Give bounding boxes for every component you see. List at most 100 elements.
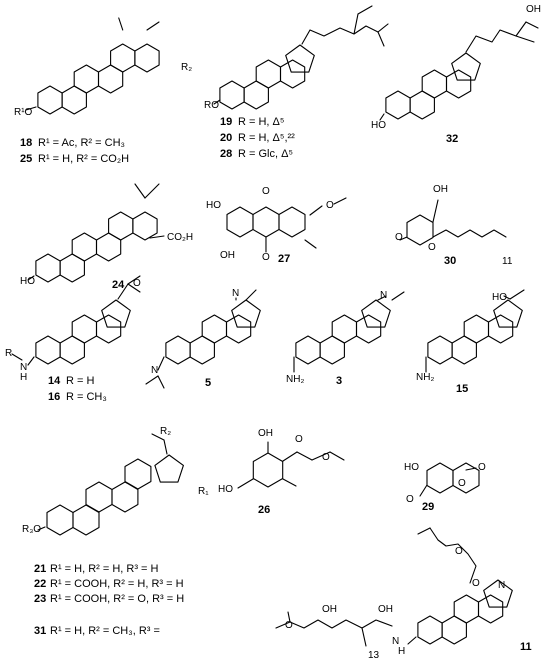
cmp21-ring	[124, 458, 152, 490]
bond	[379, 113, 385, 121]
cmp11-ring-e	[483, 579, 513, 608]
atom-label: O	[455, 546, 463, 557]
bond	[134, 183, 146, 199]
bond	[118, 17, 124, 31]
cmp18-ring	[73, 64, 100, 94]
compound-number-14: 14	[48, 375, 61, 387]
bond	[25, 106, 37, 111]
cmp15-ring-b	[451, 335, 477, 365]
cmp27-ring	[278, 206, 306, 238]
bond	[163, 439, 168, 455]
atom-label: R₂	[181, 62, 192, 73]
bond	[465, 467, 477, 471]
atom-label: HO	[206, 200, 221, 211]
bond	[329, 451, 345, 461]
atom-label: O	[428, 242, 436, 253]
atom-label: O	[295, 434, 303, 445]
atom-label: H	[20, 372, 27, 383]
cmp11-ring-b	[441, 615, 467, 645]
cmp19-ring-d	[279, 59, 306, 89]
compound-number-30: 30	[444, 255, 456, 267]
bond	[245, 289, 257, 301]
compound-number-26: 26	[258, 504, 270, 516]
bond	[525, 21, 539, 29]
atom-label: R₂	[160, 426, 171, 437]
atom-label: 11	[502, 256, 513, 267]
cmp21-ring-e	[154, 454, 184, 483]
compound-number-11: 11	[520, 641, 532, 653]
cmp30-ring	[406, 214, 434, 246]
cmp19-ring-b	[243, 80, 269, 110]
cmp27-ring	[226, 206, 254, 238]
atom-label: O	[262, 186, 270, 197]
compound-caption-25: R¹ = H, R² = CO₂H	[38, 153, 129, 165]
atom-label: O	[395, 232, 403, 243]
compound-number-31: 31	[34, 625, 46, 637]
bond	[144, 183, 160, 199]
cmp27-ring	[252, 206, 280, 238]
atom-label: HO	[20, 276, 35, 287]
alkyl-chain	[432, 229, 507, 238]
compound-number-20: 20	[220, 132, 232, 144]
cmp14-ring-a	[35, 335, 61, 365]
atom-label: O	[326, 200, 334, 211]
compound-caption-18: R¹ = Ac, R² = CH₃	[38, 137, 125, 149]
compound-caption-22: R¹ = COOH, R² = H, R³ = H	[50, 578, 184, 590]
cmp24-ring	[95, 232, 122, 262]
compound-caption-31: R¹ = H, R² = CH₃, R³ =	[50, 625, 160, 637]
compound-caption-19: R = H, Δ⁵	[238, 116, 284, 128]
bond	[27, 275, 35, 281]
side-chain	[301, 25, 379, 45]
bond	[377, 23, 389, 33]
cmp5-ring-e	[231, 299, 261, 328]
cmp5-ring-b	[189, 335, 215, 365]
cmp32-ring-a	[385, 90, 411, 120]
atom-label: N	[498, 580, 505, 591]
atom-label: OH	[258, 428, 273, 439]
cmp32-ring-d	[445, 69, 472, 99]
bond	[357, 5, 373, 15]
cmp5-ring-a	[165, 335, 191, 365]
cmp18-ring	[110, 43, 136, 73]
atom-label: H	[398, 646, 405, 657]
compound-number-22: 22	[34, 578, 46, 590]
bond	[407, 636, 417, 645]
bond	[309, 205, 323, 216]
bond	[417, 527, 431, 535]
compound-number-24: 24	[112, 279, 125, 291]
bond	[503, 295, 511, 300]
cmp11-ring-d	[477, 594, 504, 624]
bond	[304, 239, 317, 249]
cmp19-ring-e	[285, 44, 315, 73]
cmp19-ring-a	[219, 80, 245, 110]
bond	[27, 356, 35, 366]
compound-number-3: 3	[336, 375, 342, 387]
bond	[213, 99, 221, 105]
compound-number-29: 29	[422, 501, 434, 513]
cmp14-ring-c	[71, 314, 98, 344]
compound-caption-16: R = CH₃	[66, 391, 107, 403]
side-chain	[275, 619, 393, 629]
bond	[353, 13, 359, 35]
compound-number-27: 27	[278, 253, 290, 265]
bond	[117, 283, 129, 300]
atom-label: HO	[492, 292, 507, 303]
bond	[149, 235, 165, 239]
cmp5-ring-d	[225, 314, 252, 344]
atom-label: OH	[433, 184, 448, 195]
cmp15-ring-c	[463, 314, 490, 344]
cmp14-ring-d	[95, 314, 122, 344]
bond	[361, 627, 367, 647]
bond	[37, 526, 46, 531]
compound-number-28: 28	[220, 148, 232, 160]
compound-caption-14: R = H	[66, 375, 94, 387]
ester-chain	[429, 527, 477, 584]
bond	[509, 289, 525, 300]
cmp3-ring-e	[361, 299, 391, 328]
bond	[515, 35, 535, 43]
cmp18-ring	[97, 64, 124, 94]
cmp24-ring	[59, 253, 85, 283]
atom-label: O	[472, 578, 480, 589]
atom-label: OH	[526, 4, 541, 15]
